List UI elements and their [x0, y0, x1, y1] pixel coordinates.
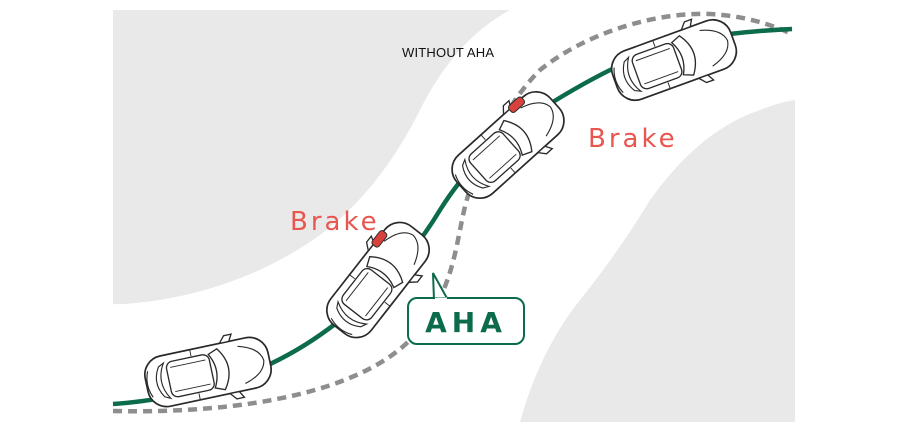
aha-badge [407, 297, 525, 345]
terrain-right [520, 100, 795, 422]
aha-label: AHA [425, 306, 507, 339]
aha-callout: AHA [407, 272, 525, 345]
car-4 [603, 7, 745, 113]
without-aha-label: WITHOUT AHA [402, 45, 494, 60]
brake-label-left: Brake [290, 207, 380, 237]
brake-label-right: Brake [588, 124, 678, 154]
terrain-left [113, 10, 510, 305]
